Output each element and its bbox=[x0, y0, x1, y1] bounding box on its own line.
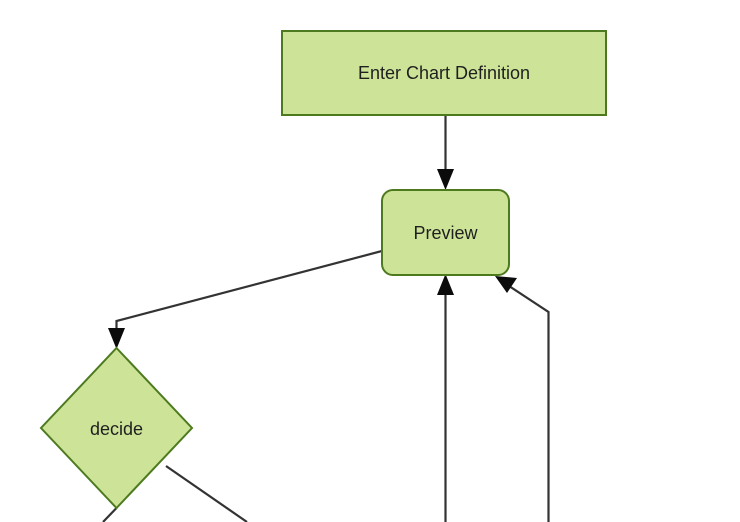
arrow-head-down-icon bbox=[108, 328, 125, 349]
edge-decide-branch-right bbox=[165, 465, 248, 522]
edge-bottom-center-to-preview bbox=[437, 274, 454, 522]
edge-decide-branch-left bbox=[102, 507, 118, 522]
node-preview-shape[interactable] bbox=[381, 189, 510, 276]
edge-preview-to-decide bbox=[108, 249, 383, 349]
edge-enter-to-preview bbox=[437, 115, 454, 190]
node-decide[interactable]: decide bbox=[39, 346, 194, 510]
arrow-head-down-icon bbox=[437, 169, 454, 190]
node-decide-label: decide bbox=[90, 419, 143, 439]
edge-bottom-right-to-preview bbox=[495, 276, 550, 522]
arrow-head-up-left-icon bbox=[495, 276, 517, 293]
node-enter-chart-definition-label: Enter Chart Definition bbox=[358, 63, 530, 83]
node-preview[interactable]: Preview bbox=[381, 189, 510, 276]
node-layer: Enter Chart Definition Preview decide bbox=[39, 30, 607, 510]
arrow-head-up-icon bbox=[437, 274, 454, 295]
node-enter-chart-definition-shape[interactable] bbox=[281, 30, 607, 116]
node-decide-shape[interactable] bbox=[39, 346, 194, 510]
edge-layer bbox=[102, 115, 550, 522]
node-enter-chart-definition[interactable]: Enter Chart Definition bbox=[281, 30, 607, 116]
node-preview-label: Preview bbox=[413, 223, 478, 243]
